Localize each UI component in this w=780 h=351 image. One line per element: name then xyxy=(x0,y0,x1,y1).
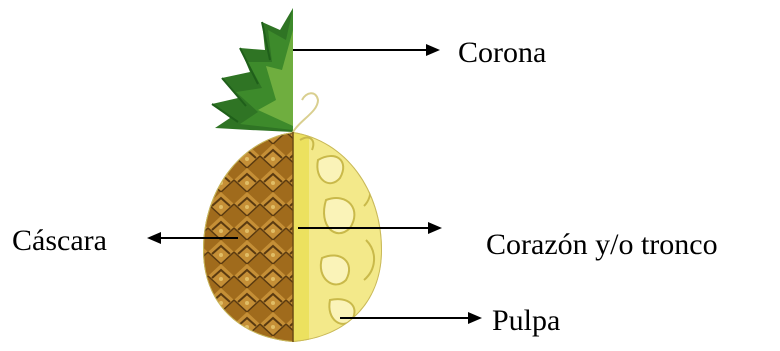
arrow-cascara-head xyxy=(147,232,161,244)
label-cascara: Cáscara xyxy=(12,226,107,256)
label-pulpa: Pulpa xyxy=(492,306,560,336)
arrow-pulpa-head xyxy=(468,312,482,324)
crown xyxy=(212,8,318,132)
arrow-corona-head xyxy=(426,44,440,56)
label-corona: Corona xyxy=(458,38,546,68)
label-corazon: Corazón y/o tronco xyxy=(486,230,718,260)
core xyxy=(293,128,309,348)
arrow-corazon-head xyxy=(428,222,442,234)
